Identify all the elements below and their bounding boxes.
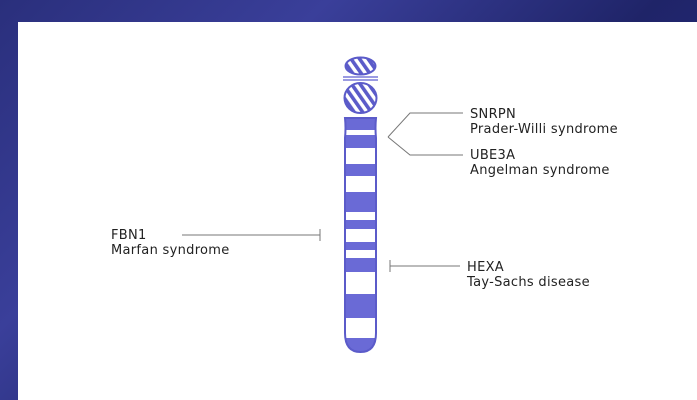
disease-name: Angelman syndrome (470, 163, 610, 178)
chromosome-satellite (346, 58, 376, 75)
disease-name: Marfan syndrome (111, 243, 230, 258)
snrpn-connector (388, 113, 463, 137)
ube3a-connector (388, 137, 463, 155)
gene-name: FBN1 (111, 228, 230, 243)
snrpn-label: SNRPN Prader-Willi syndrome (470, 107, 618, 137)
gene-name: SNRPN (470, 107, 618, 122)
gene-name: HEXA (467, 260, 590, 275)
chromosome-centromere (345, 83, 377, 113)
ube3a-label: UBE3A Angelman syndrome (470, 148, 610, 178)
fbn1-label: FBN1 Marfan syndrome (111, 228, 230, 258)
hexa-label: HEXA Tay-Sachs disease (467, 260, 590, 290)
disease-name: Tay-Sachs disease (467, 275, 590, 290)
gene-name: UBE3A (470, 148, 610, 163)
disease-name: Prader-Willi syndrome (470, 122, 618, 137)
